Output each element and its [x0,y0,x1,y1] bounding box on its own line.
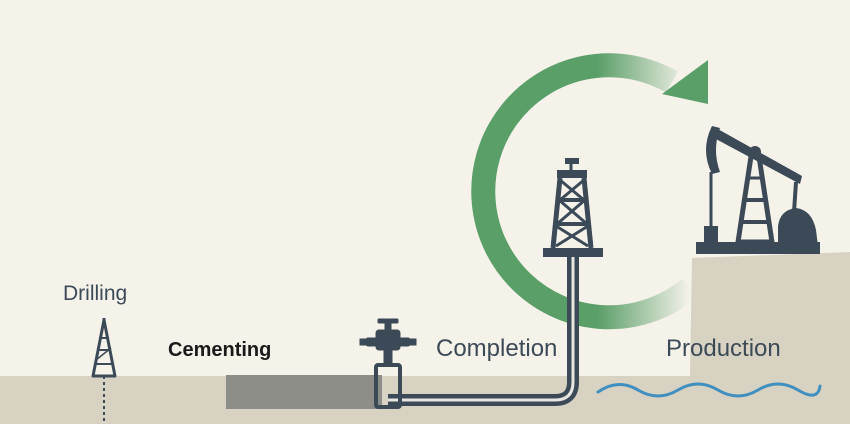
pumpjack-icon [696,126,820,254]
drilling-rig-icon [91,318,117,424]
wellhead-valve-icon [359,318,417,409]
derrick-icon [543,158,603,257]
stage-label-production: Production [666,335,781,362]
cycle-arrow-icon [471,53,708,330]
stage-label-drilling: Drilling [63,282,128,305]
ground-raised-terrace [600,252,850,424]
stage-label-completion: Completion [436,335,558,362]
stage-label-cementing: Cementing [168,339,272,361]
cement-layer [226,375,382,409]
water-wave-icon [596,382,822,398]
